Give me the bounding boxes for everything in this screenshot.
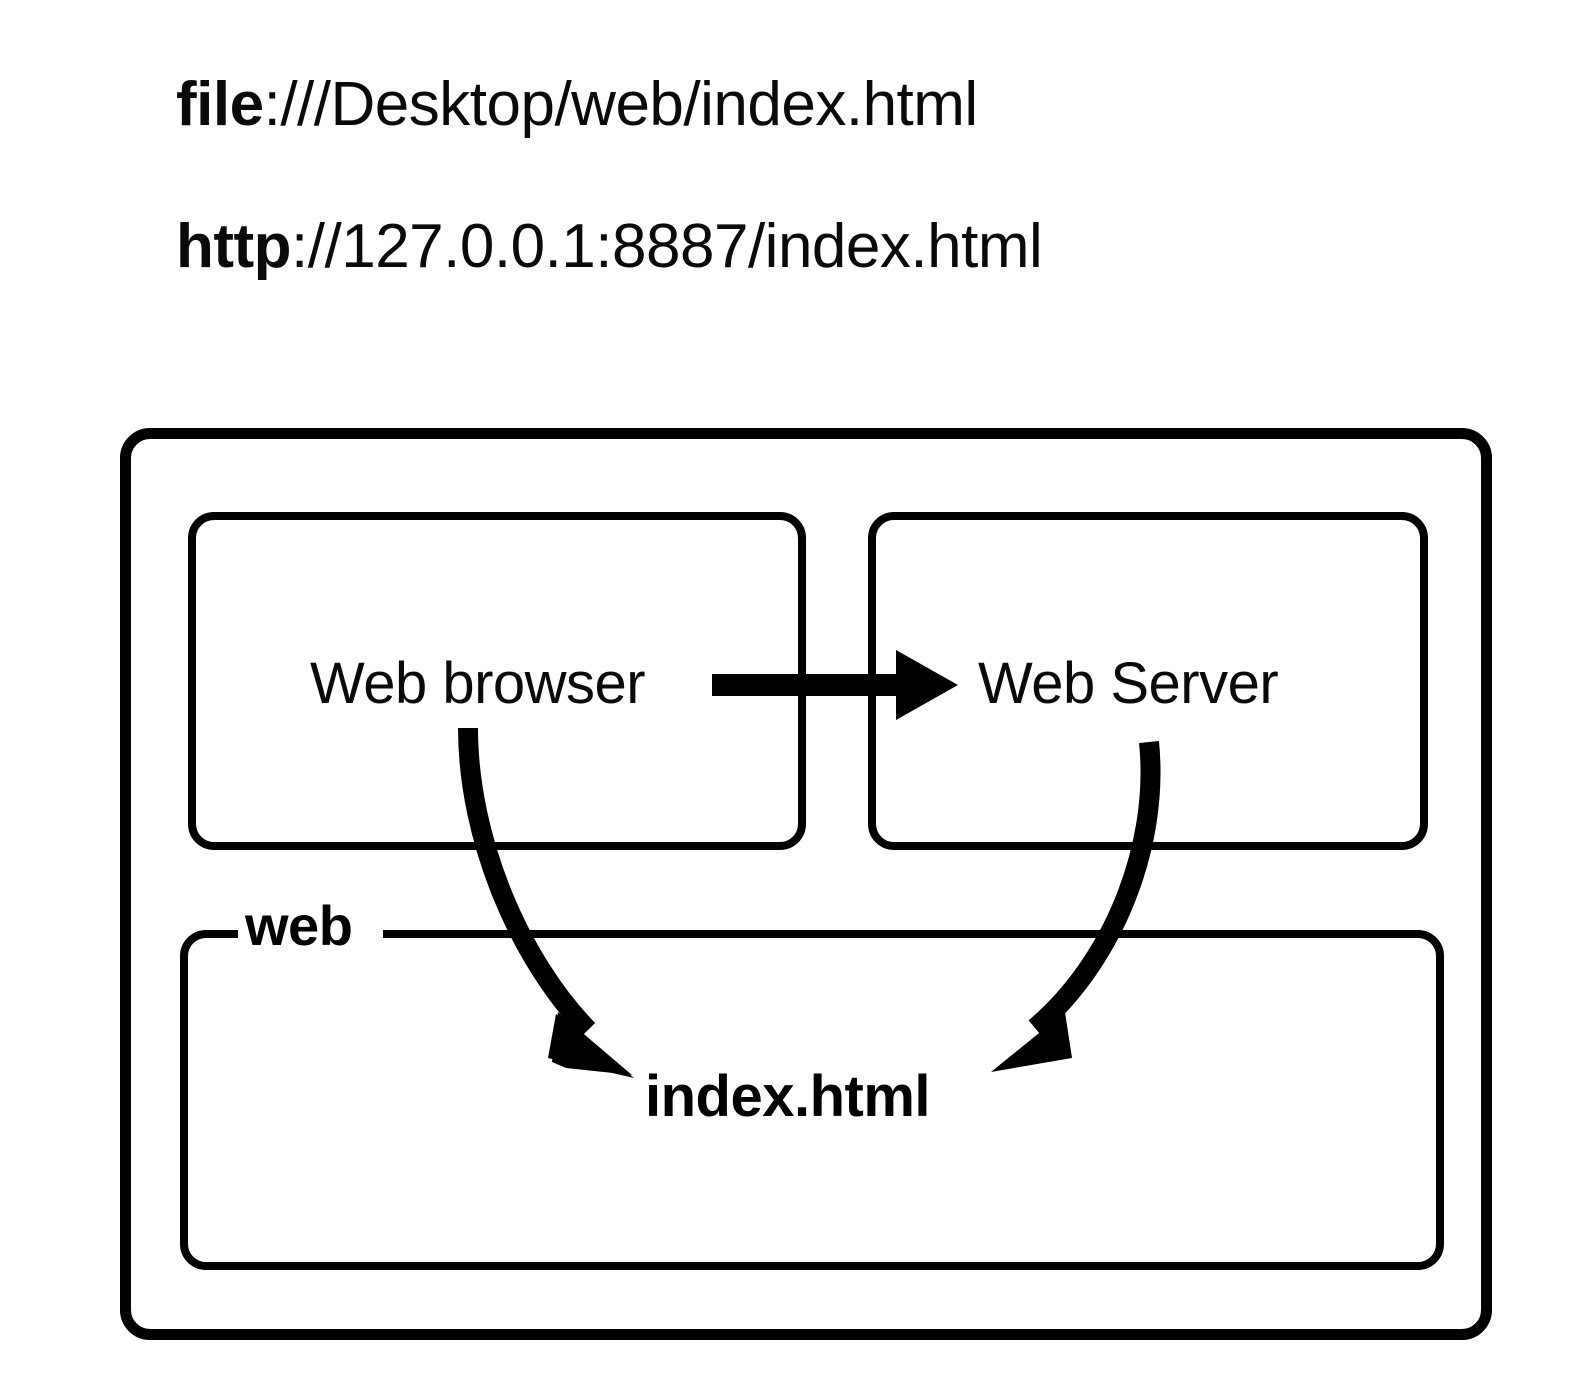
web-folder-label-gap	[238, 904, 383, 956]
web-folder-box: web	[180, 898, 1444, 1270]
index-html-label: index.html	[645, 1064, 931, 1129]
url-http-path: ://127.0.0.1:8887/index.html	[291, 212, 1043, 281]
url-file-scheme-line: file:///Desktop/web/index.html	[176, 74, 978, 136]
web-folder-frame	[180, 930, 1444, 1270]
url-file-path: :///Desktop/web/index.html	[263, 70, 979, 139]
url-http-scheme-line: http://127.0.0.1:8887/index.html	[176, 216, 1043, 278]
web-server-label: Web Server	[978, 651, 1279, 716]
url-file-scheme: file	[176, 70, 264, 139]
web-folder-label: web	[245, 894, 353, 957]
outer-container-box	[120, 428, 1492, 1340]
web-browser-label: Web browser	[310, 651, 646, 716]
url-http-scheme: http	[176, 212, 292, 281]
